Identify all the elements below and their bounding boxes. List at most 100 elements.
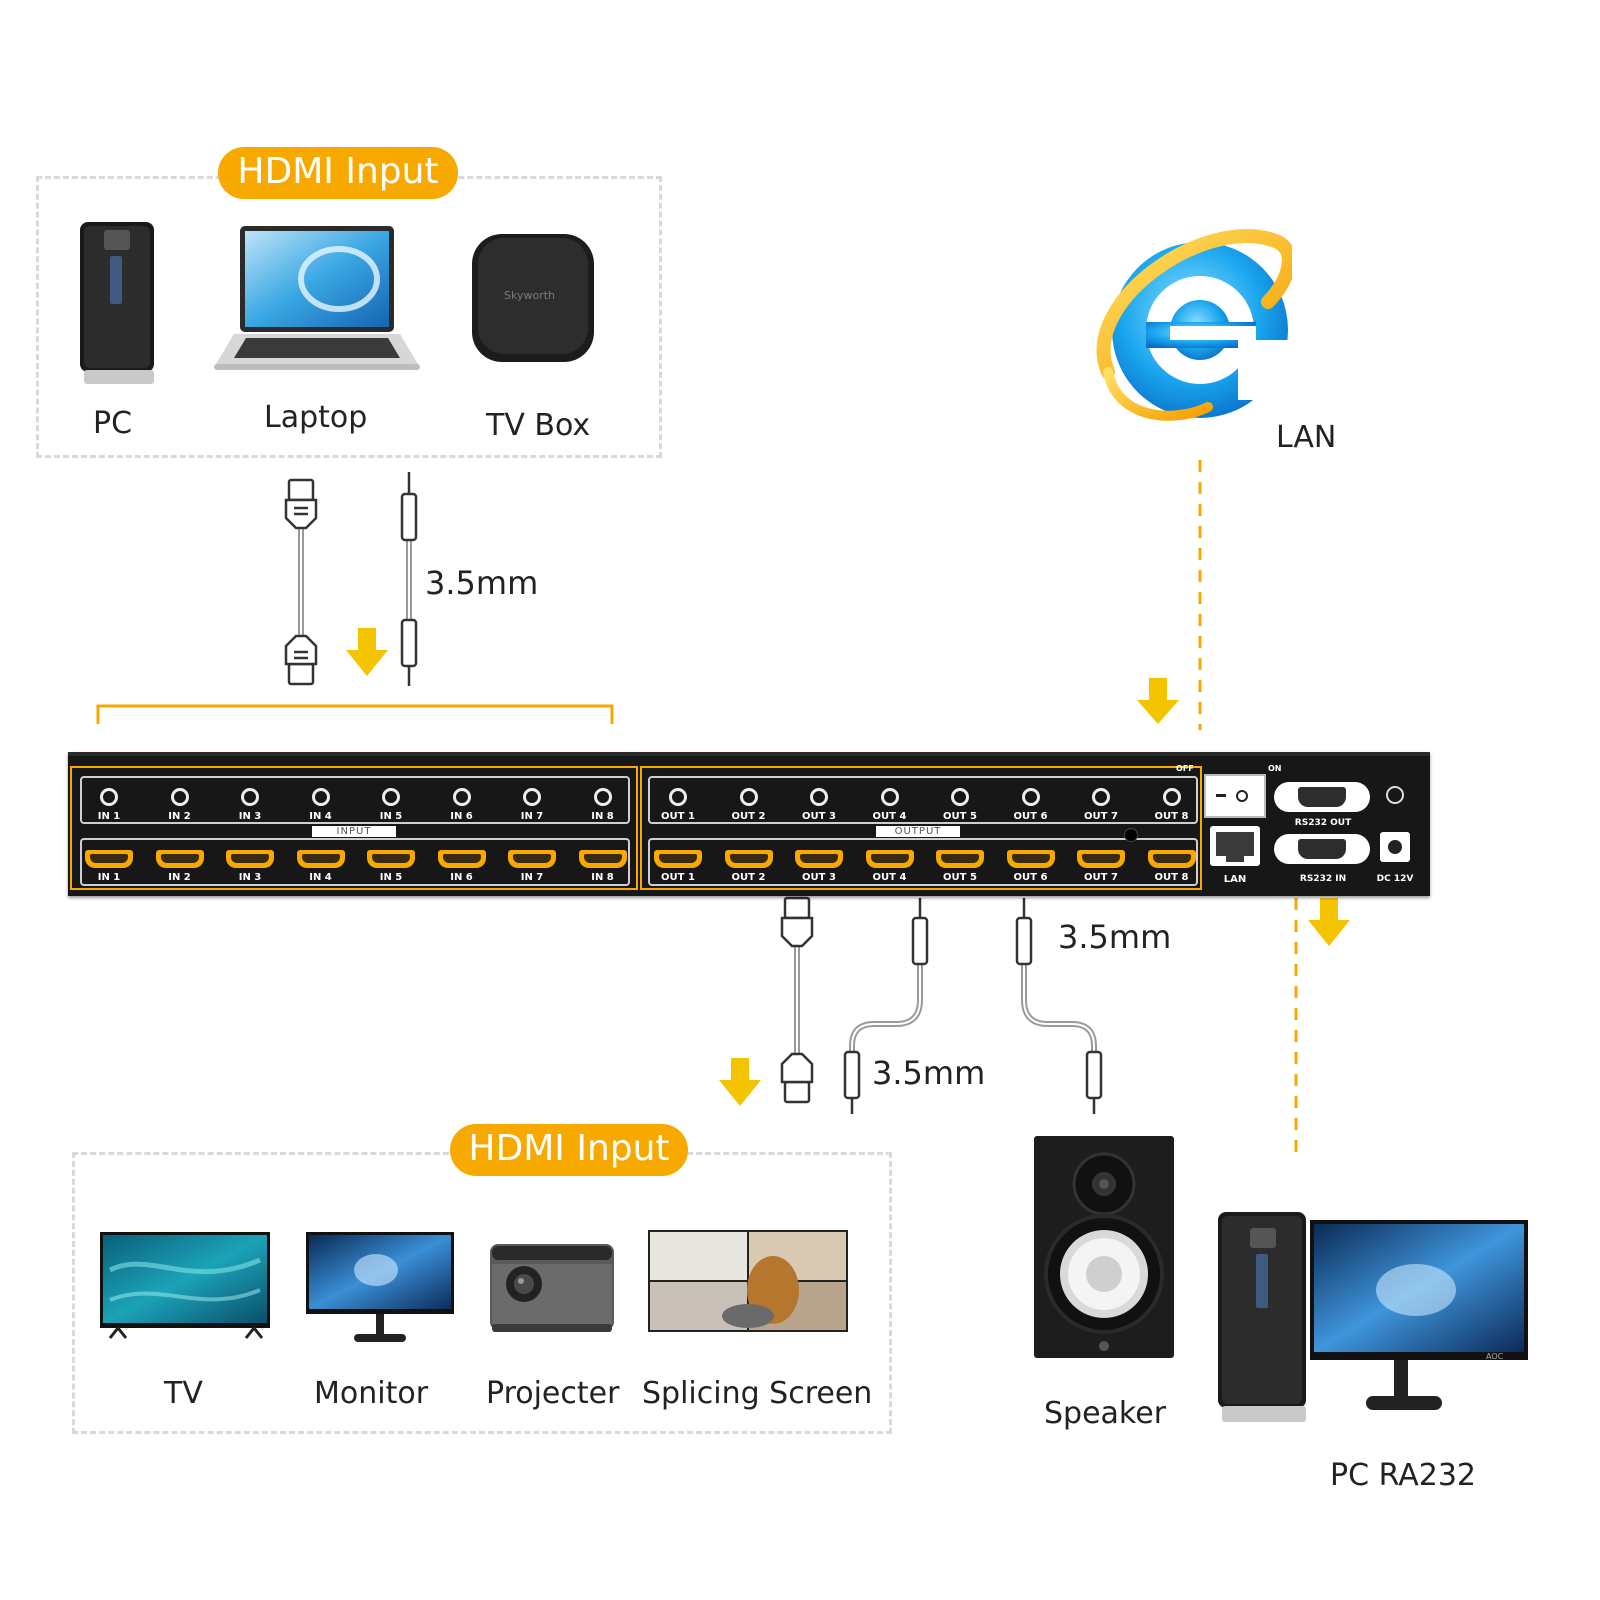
input-hdmi-port-label: IN 7	[520, 872, 544, 883]
splicing-screen-label: Splicing Screen	[642, 1376, 873, 1411]
output-audio-row	[648, 776, 1198, 824]
input-audio-port-label: IN 1	[97, 811, 121, 822]
output-hdmi-port-3[interactable]	[795, 850, 843, 868]
top-audio-cable-label: 3.5mm	[425, 564, 539, 602]
input-hdmi-port-label: IN 5	[379, 872, 403, 883]
input-audio-port-label: IN 2	[168, 811, 191, 822]
input-hdmi-port-label: IN 2	[168, 872, 191, 883]
output-audio-jack-5[interactable]	[951, 788, 969, 806]
video-wall-icon	[648, 1230, 850, 1339]
input-tag: INPUT	[312, 826, 396, 837]
input-audio-jack-2[interactable]	[170, 788, 189, 806]
rs232-in-port[interactable]	[1274, 834, 1370, 864]
arrow-down-icon	[719, 1058, 761, 1106]
pc-rs232-label: PC RA232	[1330, 1458, 1476, 1493]
monitor-brand: AOC	[1486, 1352, 1504, 1361]
output-hdmi-row	[648, 838, 1198, 886]
laptop-icon	[214, 224, 420, 377]
input-audio-jack-4[interactable]	[311, 788, 330, 806]
projector-label: Projecter	[486, 1376, 620, 1411]
pc-tower-icon	[78, 220, 160, 393]
input-hdmi-port-6[interactable]	[437, 850, 486, 868]
output-hdmi-port-1[interactable]	[654, 850, 702, 868]
output-audio-jack-4[interactable]	[880, 788, 899, 806]
input-audio-jack-8[interactable]	[593, 788, 612, 806]
monitor-label: Monitor	[314, 1376, 429, 1411]
output-hdmi-port-2[interactable]	[724, 850, 773, 868]
input-hdmi-port-1[interactable]	[85, 850, 133, 868]
top-group-badge: HDMI Input	[218, 147, 458, 199]
input-audio-port-label: IN 5	[379, 811, 403, 822]
input-audio-jack-3[interactable]	[241, 788, 259, 806]
output-hdmi-port-5[interactable]	[936, 850, 984, 868]
rs232-out-port[interactable]	[1274, 782, 1370, 812]
output-audio-jack-3[interactable]	[810, 788, 828, 806]
lan-port-label: LAN	[1223, 874, 1247, 885]
output-hdmi-port-label: OUT 6	[1013, 872, 1048, 883]
input-audio-jack-6[interactable]	[452, 788, 471, 806]
rs232-in-label: RS232 IN	[1299, 874, 1347, 884]
input-hdmi-port-label: IN 8	[591, 872, 614, 883]
bottom-group-badge: HDMI Input	[450, 1124, 688, 1176]
input-hdmi-port-8[interactable]	[578, 850, 627, 868]
input-audio-jack-1[interactable]	[100, 788, 118, 806]
output-audio-port-label: OUT 5	[943, 811, 977, 822]
input-audio-port-label: IN 8	[591, 811, 614, 822]
output-audio-port-label: OUT 6	[1013, 811, 1048, 822]
input-audio-jack-7[interactable]	[523, 788, 541, 806]
dc-power-jack[interactable]	[1380, 832, 1410, 862]
input-audio-jack-5[interactable]	[382, 788, 400, 806]
out-audio-cable-label-b: 3.5mm	[1058, 918, 1172, 956]
output-hdmi-port-label: OUT 5	[943, 872, 977, 883]
input-audio-port-label: IN 7	[520, 811, 544, 822]
output-hdmi-port-4[interactable]	[865, 850, 914, 868]
input-audio-row	[80, 776, 630, 824]
monitor-icon	[306, 1230, 456, 1351]
tv-box-icon: Skyworth	[470, 232, 600, 371]
arrow-icons	[346, 628, 1350, 1106]
output-audio-jack-8[interactable]	[1162, 788, 1181, 806]
speaker-label: Speaker	[1044, 1396, 1167, 1431]
output-hdmi-port-8[interactable]	[1147, 850, 1196, 868]
output-hdmi-port-label: OUT 4	[872, 872, 907, 883]
tv-box-brand: Skyworth	[504, 289, 556, 302]
input-hdmi-port-label: IN 1	[97, 872, 121, 883]
ir-dot	[1124, 828, 1138, 842]
output-audio-jack-1[interactable]	[669, 788, 687, 806]
hdmi-matrix-rear-panel: INPUT OUTPUT OFF ON LAN RS232 OUT RS232 …	[68, 752, 1430, 896]
output-hdmi-port-label: OUT 7	[1084, 872, 1118, 883]
output-audio-jack-2[interactable]	[739, 788, 758, 806]
output-hdmi-port-7[interactable]	[1077, 850, 1125, 868]
output-audio-port-label: OUT 7	[1084, 811, 1118, 822]
output-hdmi-port-6[interactable]	[1006, 850, 1055, 868]
internet-explorer-icon	[1088, 222, 1298, 431]
input-audio-port-label: IN 4	[309, 811, 332, 822]
output-port-group	[640, 766, 1202, 890]
arrow-down-icon	[346, 628, 388, 676]
input-hdmi-port-label: IN 3	[238, 872, 262, 883]
input-hdmi-port-4[interactable]	[296, 850, 345, 868]
power-switch[interactable]	[1204, 774, 1266, 818]
output-hdmi-port-label: OUT 3	[802, 872, 836, 883]
input-hdmi-port-5[interactable]	[367, 850, 415, 868]
output-audio-jack-6[interactable]	[1021, 788, 1040, 806]
input-audio-port-label: IN 3	[238, 811, 262, 822]
arrow-down-icon	[1137, 678, 1179, 724]
input-hdmi-port-2[interactable]	[155, 850, 204, 868]
input-hdmi-port-7[interactable]	[508, 850, 556, 868]
output-audio-port-label: OUT 8	[1154, 811, 1189, 822]
output-audio-jack-7[interactable]	[1092, 788, 1110, 806]
output-tag: OUTPUT	[876, 826, 960, 837]
input-hdmi-port-3[interactable]	[226, 850, 274, 868]
out-audio-cable-label-a: 3.5mm	[872, 1054, 986, 1092]
input-hdmi-port-label: IN 4	[309, 872, 332, 883]
pc-label: PC	[93, 406, 133, 441]
dc-label: DC 12V	[1376, 874, 1414, 884]
rs232-out-label: RS232 OUT	[1294, 818, 1352, 828]
projector-icon	[488, 1240, 618, 1343]
output-audio-port-label: OUT 4	[872, 811, 907, 822]
switch-on-label: ON	[1268, 764, 1282, 773]
lan-port[interactable]	[1210, 826, 1260, 866]
tv-box-label: TV Box	[486, 408, 591, 443]
